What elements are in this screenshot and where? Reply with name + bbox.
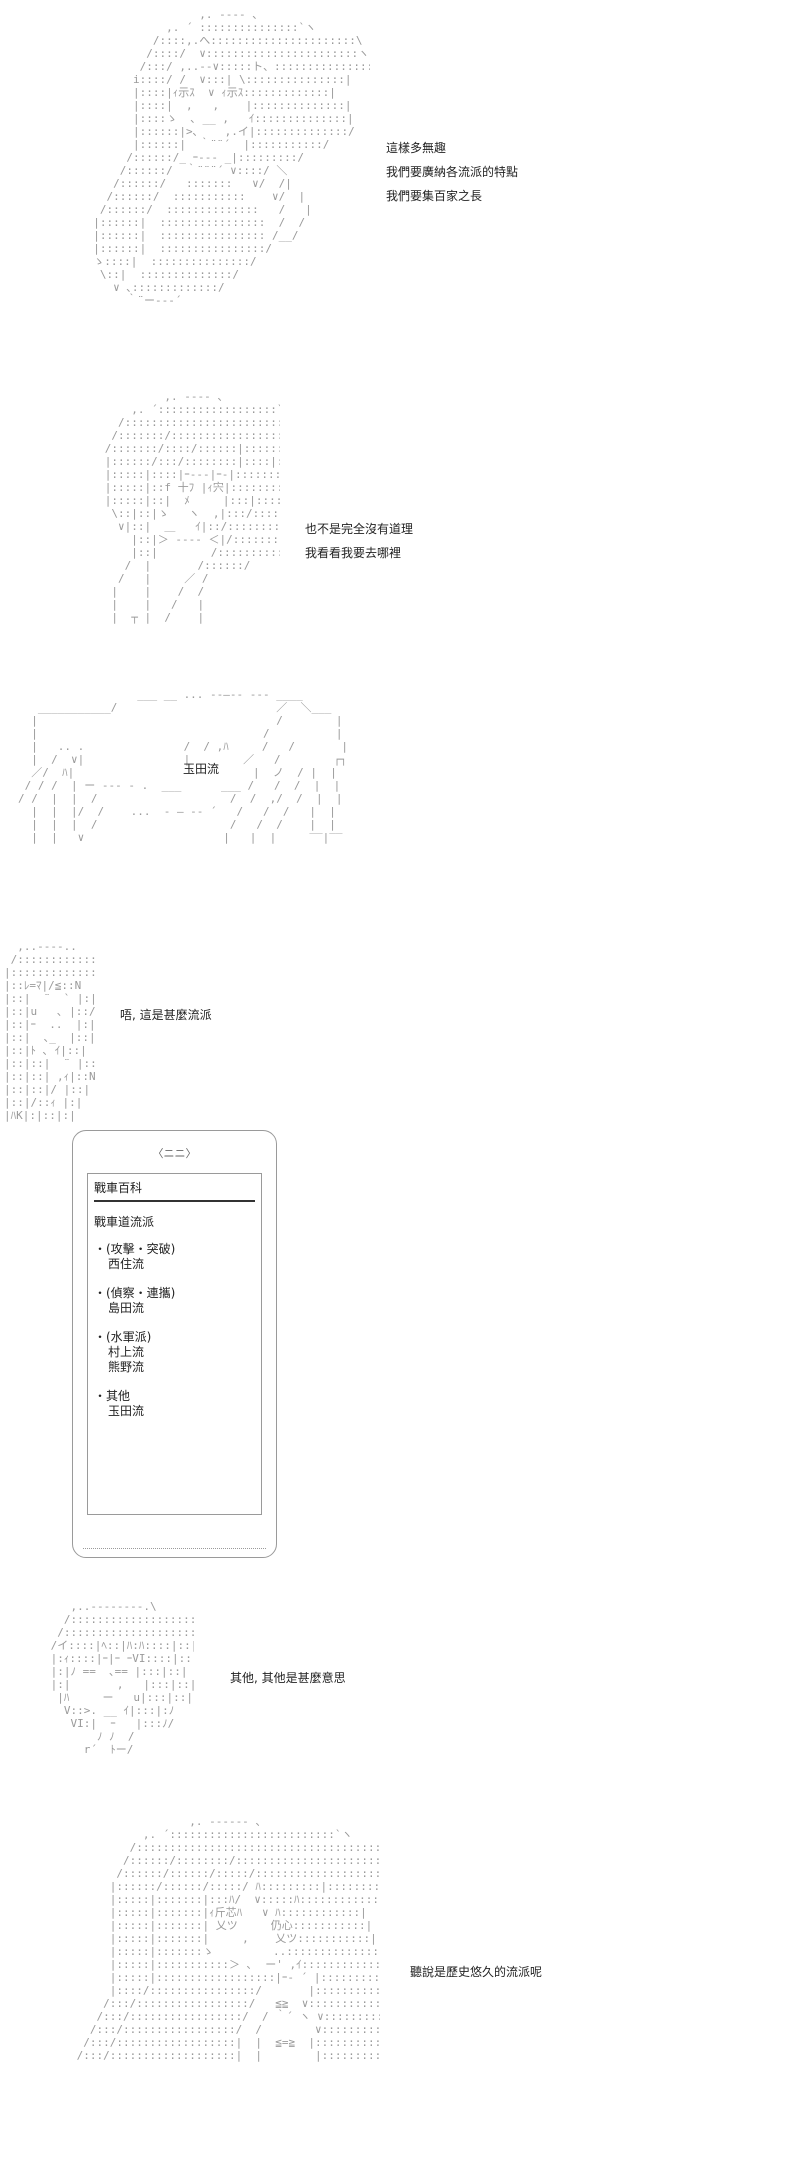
ascii-art-character-3: ,..-‐‐-.. /::::::::::::::\ |::::::::::::…: [4, 940, 96, 1122]
wiki-category[interactable]: ・(水軍派): [94, 1330, 152, 1344]
panel-2: ,. -‐‐- 、 ,. ´::::::::::::::::::`ヽ /::::…: [0, 390, 800, 670]
dialog-line: 我們要廣納各流派的特點: [386, 165, 519, 179]
ascii-art-character-5: ,. -‐‐‐‐- 、 ,. ´::::::::::::::::::::::::…: [76, 1815, 380, 2062]
dialog-text: 聽說是歷史悠久的流派呢: [410, 1960, 542, 1984]
phone-screen: 戰車百科 戰車道流派 ・(攻擊・突破) 西住流 ・(偵察・連攜) 島田流 ・(水…: [87, 1173, 262, 1515]
dialog-text: 也不是完全沒有道理 我看看我要去哪裡: [305, 517, 413, 565]
ascii-art-sign-scene: ___ __ ... --―‐‐ --- ____ ___________/ ／…: [18, 688, 349, 844]
wiki-group: ・(攻擊・突破) 西住流: [94, 1242, 255, 1272]
panel-7: ,. -‐‐‐‐- 、 ,. ´::::::::::::::::::::::::…: [0, 1815, 800, 2175]
panel-3: ___ __ ... --―‐‐ --- ____ ___________/ ／…: [0, 680, 800, 910]
dialog-text: 唔, 這是甚麼流派: [120, 1003, 212, 1027]
sign-label: 玉田流: [183, 762, 220, 776]
wiki-item[interactable]: 熊野流: [108, 1360, 145, 1374]
wiki-item[interactable]: 島田流: [108, 1301, 145, 1315]
wiki-category[interactable]: ・其他: [94, 1389, 131, 1403]
wiki-group: ・其他 玉田流: [94, 1389, 255, 1419]
wiki-group: ・(偵察・連攜) 島田流: [94, 1286, 255, 1316]
panel-6: ,..-‐‐‐‐‐‐-.\ /:::::::::::::::::::::ﾍ /:…: [0, 1600, 800, 1800]
wiki-category[interactable]: ・(攻擊・突破): [94, 1242, 176, 1256]
phone-frame: 〈ニニ〉 戰車百科 戰車道流派 ・(攻擊・突破) 西住流 ・(偵察・連攜) 島田…: [72, 1130, 277, 1558]
panel-1: ,. -‐‐‐ 、 ,. ´ :::::::::::::::`ヽ /::::,.…: [0, 0, 800, 360]
wiki-item[interactable]: 西住流: [108, 1257, 145, 1271]
wiki-item[interactable]: 玉田流: [108, 1404, 145, 1418]
ascii-art-character-4: ,..-‐‐‐‐‐‐-.\ /:::::::::::::::::::::ﾍ /:…: [50, 1600, 194, 1756]
wiki-subtitle: 戰車道流派: [94, 1215, 155, 1229]
phone-bottom-edge: [83, 1548, 266, 1549]
ascii-art-character-1: ,. -‐‐‐ 、 ,. ´ :::::::::::::::`ヽ /::::,.…: [93, 8, 370, 307]
wiki-item[interactable]: 村上流: [108, 1345, 145, 1359]
wiki-category[interactable]: ・(偵察・連攜): [94, 1286, 176, 1300]
dialog-line: 我們要集百家之長: [386, 189, 483, 203]
ascii-art-character-2: ,. -‐‐- 、 ,. ´::::::::::::::::::`ヽ /::::…: [104, 390, 280, 624]
phone-speaker-label: 〈ニニ〉: [152, 1147, 197, 1160]
wiki-header: 戰車百科: [94, 1180, 255, 1202]
dialog-text: 其他, 其他是甚麼意思: [230, 1666, 346, 1690]
dialog-line: 這樣多無趣: [386, 141, 447, 155]
panel-4: ,..-‐‐-.. /::::::::::::::\ |::::::::::::…: [0, 940, 800, 1140]
dialog-line: 也不是完全沒有道理: [305, 522, 414, 536]
dialog-line: 我看看我要去哪裡: [305, 546, 402, 560]
wiki-group: ・(水軍派) 村上流 熊野流: [94, 1330, 255, 1375]
dialog-text: 這樣多無趣 我們要廣納各流派的特點 我們要集百家之長: [386, 136, 518, 208]
dialog-line: 唔, 這是甚麼流派: [120, 1008, 212, 1022]
dialog-line: 聽說是歷史悠久的流派呢: [410, 1965, 543, 1979]
dialog-line: 其他, 其他是甚麼意思: [230, 1671, 346, 1685]
